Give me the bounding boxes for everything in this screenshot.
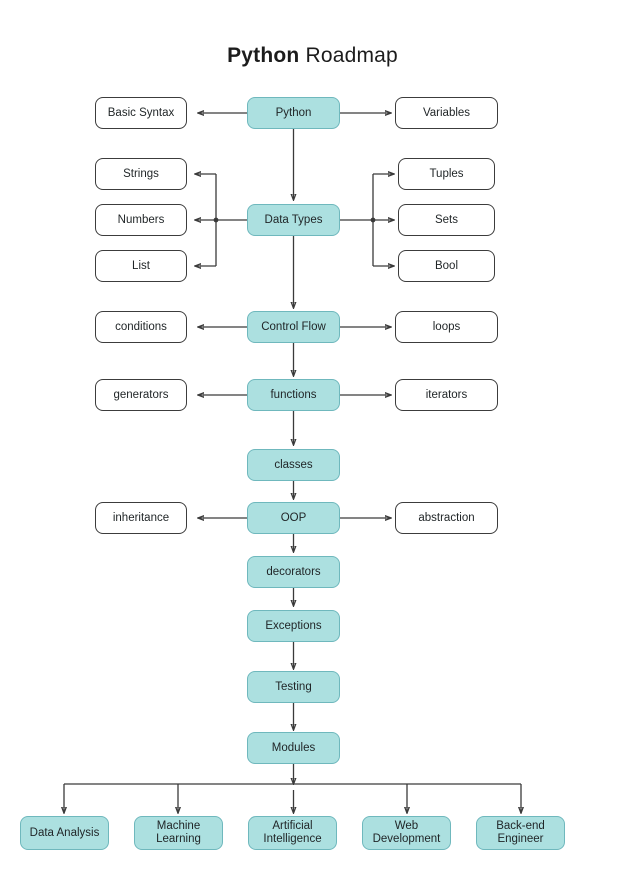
node-label: Testing [275, 680, 312, 693]
title-strong: Python [227, 44, 300, 67]
node-label: functions [270, 388, 317, 401]
node-label: Modules [271, 741, 316, 754]
node-label: Control Flow [261, 320, 326, 333]
node-label-line1: Back-end [496, 820, 545, 832]
node-label-line2: Engineer [497, 833, 544, 845]
junction-datatypes-right [370, 217, 376, 223]
node-label: Artificial Intelligence [263, 820, 321, 846]
node-label: Tuples [429, 167, 464, 180]
node-label: Back-end Engineer [496, 820, 545, 846]
node-python[interactable]: Python [247, 97, 340, 129]
node-label: List [132, 259, 150, 272]
node-label: Basic Syntax [107, 106, 175, 119]
node-label: inheritance [112, 511, 170, 524]
node-abstraction[interactable]: abstraction [395, 502, 498, 534]
node-label: loops [432, 320, 461, 333]
node-label: classes [274, 458, 313, 471]
node-label: generators [113, 388, 169, 401]
node-decorators[interactable]: decorators [247, 556, 340, 588]
node-classes[interactable]: classes [247, 449, 340, 481]
title-light: Roadmap [299, 44, 398, 67]
node-inheritance[interactable]: inheritance [95, 502, 187, 534]
node-functions[interactable]: functions [247, 379, 340, 411]
node-basic-syntax[interactable]: Basic Syntax [95, 97, 187, 129]
node-label: Web Development [373, 820, 441, 846]
node-data-types[interactable]: Data Types [247, 204, 340, 236]
node-label: Machine Learning [156, 820, 201, 846]
node-label: Python [275, 106, 312, 119]
node-label-line2: Learning [156, 833, 201, 845]
node-label: Data Types [264, 213, 323, 226]
junction-datatypes-left [213, 217, 219, 223]
node-label: abstraction [418, 511, 475, 524]
node-tuples[interactable]: Tuples [398, 158, 495, 190]
node-generators[interactable]: generators [95, 379, 187, 411]
node-variables[interactable]: Variables [395, 97, 498, 129]
page-title: Python Roadmap [0, 44, 625, 68]
node-conditions[interactable]: conditions [95, 311, 187, 343]
node-label: iterators [425, 388, 468, 401]
node-control-flow[interactable]: Control Flow [247, 311, 340, 343]
node-label: Strings [123, 167, 159, 180]
node-artificial-intelligence[interactable]: Artificial Intelligence [248, 816, 337, 850]
node-label-line1: Artificial [272, 820, 313, 832]
node-modules[interactable]: Modules [247, 732, 340, 764]
node-bool[interactable]: Bool [398, 250, 495, 282]
node-sets[interactable]: Sets [398, 204, 495, 236]
node-oop[interactable]: OOP [247, 502, 340, 534]
node-strings[interactable]: Strings [95, 158, 187, 190]
node-list[interactable]: List [95, 250, 187, 282]
node-numbers[interactable]: Numbers [95, 204, 187, 236]
node-label-line1: Web [394, 820, 419, 832]
node-backend-engineer[interactable]: Back-end Engineer [476, 816, 565, 850]
node-label: Numbers [117, 213, 165, 226]
node-label: Variables [422, 106, 471, 119]
node-iterators[interactable]: iterators [395, 379, 498, 411]
node-exceptions[interactable]: Exceptions [247, 610, 340, 642]
node-label: decorators [266, 565, 321, 578]
node-loops[interactable]: loops [395, 311, 498, 343]
node-label: Exceptions [265, 619, 322, 632]
node-label-line1: Machine [156, 820, 201, 832]
node-machine-learning[interactable]: Machine Learning [134, 816, 223, 850]
node-label-line2: Intelligence [263, 833, 322, 845]
node-data-analysis[interactable]: Data Analysis [20, 816, 109, 850]
node-label: Data Analysis [29, 826, 100, 839]
node-testing[interactable]: Testing [247, 671, 340, 703]
node-label: Bool [434, 259, 459, 272]
node-label-line2: Development [372, 833, 441, 845]
node-label: Sets [434, 213, 458, 226]
node-web-development[interactable]: Web Development [362, 816, 451, 850]
node-label: conditions [115, 320, 167, 333]
node-label: OOP [280, 511, 307, 524]
